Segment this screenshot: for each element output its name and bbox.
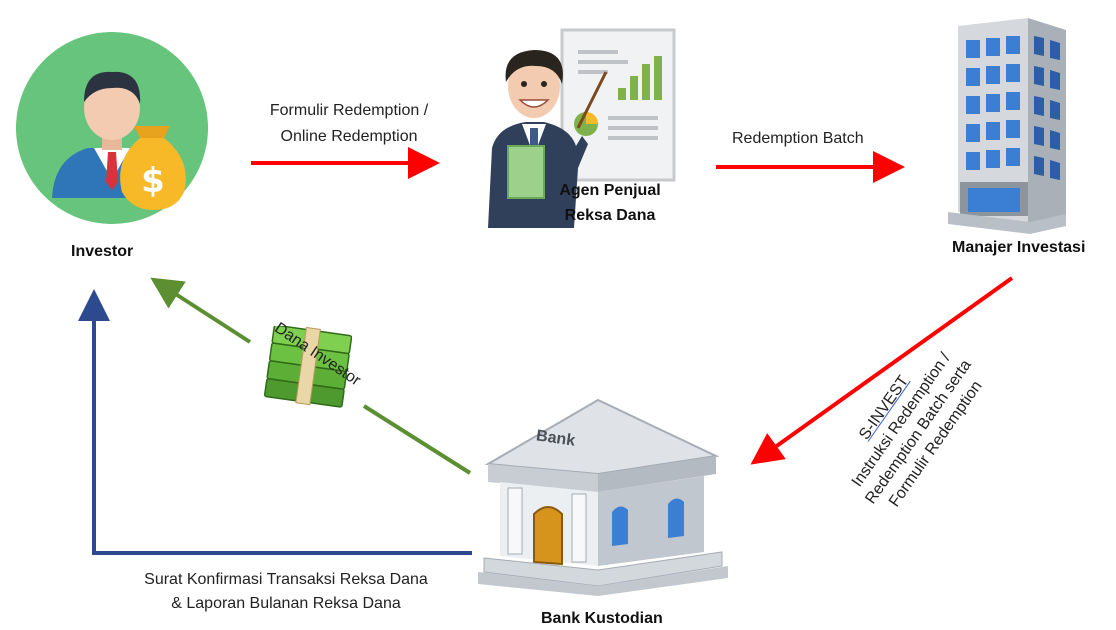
bank-building-icon: [478, 398, 728, 596]
investor-to-agent-label: Formulir Redemption / Online Redemption: [244, 98, 454, 150]
agent-label: Agen Penjual Reksa Dana: [540, 178, 680, 228]
report-line1: Surat Konfirmasi Transaksi Reksa Dana: [144, 571, 428, 588]
arrow-funds-lower: [362, 404, 472, 475]
office-building-icon: [948, 18, 1066, 234]
arrow-funds-upper: [150, 277, 252, 344]
agent-label-line2: Reksa Dana: [564, 207, 656, 224]
sales-agent-presenting-chart-icon: [488, 28, 676, 228]
manager-label: Manajer Investasi: [952, 239, 1086, 256]
agent-label-line1: Agen Penjual: [559, 182, 661, 199]
svg-text:$: $: [141, 161, 165, 201]
cash-stack-icon: [263, 326, 352, 408]
investor-to-agent-line1: Formulir Redemption /: [269, 102, 429, 119]
investor-to-agent-line2: Online Redemption: [280, 128, 418, 145]
investor-with-money-bag-icon: $: [16, 32, 208, 224]
report-label: Surat Konfirmasi Transaksi Reksa Dana & …: [96, 568, 476, 616]
investor-label: Investor: [71, 243, 134, 260]
arrow-report-to-investor: [78, 289, 472, 555]
arrow-manager-to-custodian: [750, 276, 1014, 465]
agent-to-manager-label: Redemption Batch: [732, 130, 864, 147]
report-line2: & Laporan Bulanan Reksa Dana: [171, 595, 401, 612]
custodian-label: Bank Kustodian: [541, 610, 663, 627]
